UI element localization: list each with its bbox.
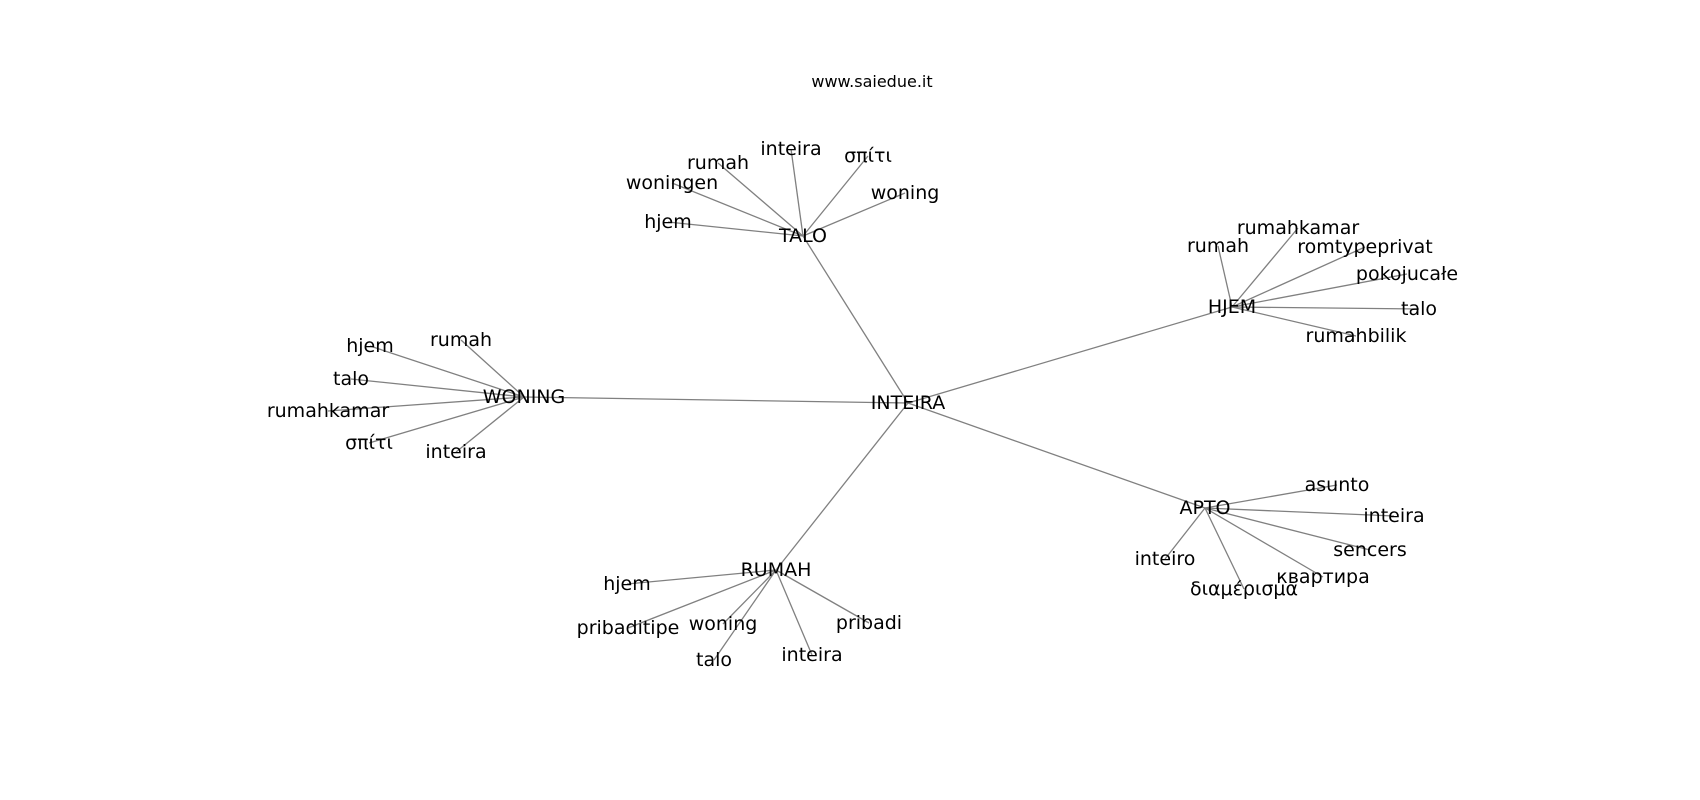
leaf-node-woning-talo: talo	[333, 368, 369, 390]
leaf-node-hjem-pokojuca-e: pokojucałe	[1356, 263, 1458, 285]
edge-woning-hjem	[369, 345, 525, 398]
edge-hjem-rumah	[1217, 245, 1233, 308]
hub-node-rumah: RUMAH	[741, 559, 812, 581]
leaf-node-talo-woning: woning	[871, 182, 940, 204]
leaf-node-apto-sencers: sencers	[1333, 539, 1406, 561]
leaf-node-rumah-talo: talo	[696, 649, 732, 671]
edge-hjem-pokojuca-e	[1231, 273, 1408, 308]
leaf-node-woning-node: σπίτι	[345, 432, 393, 454]
edge-rumah-hjem	[626, 569, 777, 585]
edge-root-woning	[523, 396, 909, 404]
leaf-node-hjem-romtypeprivat: romtypeprivat	[1297, 236, 1432, 258]
leaf-node-woning-hjem: hjem	[346, 335, 394, 357]
edge-hjem-romtypeprivat	[1231, 246, 1366, 308]
edge-talo-rumah	[717, 162, 804, 237]
leaf-node-apto-node: квартира	[1276, 566, 1370, 588]
leaf-node-woning-rumahkamar: rumahkamar	[267, 400, 390, 422]
edge-woning-rumah	[460, 339, 525, 398]
leaf-node-apto-node: διαμέρισμα	[1190, 578, 1298, 600]
watermark: www.saiedue.it	[811, 72, 932, 91]
edge-hjem-rumahkamar	[1231, 227, 1299, 308]
leaf-node-hjem-talo: talo	[1401, 298, 1437, 320]
edge-apto-node	[1204, 507, 1324, 578]
edge-rumah-talo	[713, 569, 777, 661]
leaf-node-talo-rumah: rumah	[687, 152, 749, 174]
edge-woning-talo	[350, 378, 525, 398]
edge-root-talo	[802, 235, 909, 404]
leaf-node-apto-inteiro: inteiro	[1135, 548, 1196, 570]
leaf-node-apto-asunto: asunto	[1305, 474, 1370, 496]
edge-hjem-rumahbilik	[1231, 306, 1357, 337]
graph-labels: INTEIRA TALO rumah inteira σπίτι woningen woni…	[267, 138, 1458, 671]
edge-woning-node	[368, 396, 525, 444]
leaf-node-hjem-rumah: rumah	[1187, 235, 1249, 257]
leaf-node-rumah-inteira: inteira	[781, 644, 842, 666]
edge-rumah-inteira	[775, 569, 813, 656]
hub-node-talo: TALO	[778, 225, 827, 247]
edge-talo-node	[802, 155, 869, 237]
edge-root-apto	[907, 402, 1206, 509]
edge-apto-sencers	[1204, 507, 1371, 551]
edge-apto-node	[1204, 507, 1245, 590]
graph-edges	[327, 148, 1420, 661]
edge-talo-woning	[802, 192, 906, 237]
hub-node-woning: WONING	[483, 386, 566, 408]
leaf-node-woning-inteira: inteira	[425, 441, 486, 463]
leaf-node-rumah-hjem: hjem	[603, 573, 651, 595]
leaf-node-talo-node: σπίτι	[844, 145, 892, 167]
leaf-node-woning-rumah: rumah	[430, 329, 492, 351]
leaf-node-hjem-rumahbilik: rumahbilik	[1306, 325, 1407, 347]
edge-woning-rumahkamar	[327, 396, 525, 412]
edge-talo-hjem	[667, 221, 804, 237]
root-node-label: INTEIRA	[871, 392, 945, 414]
edge-woning-inteira	[455, 396, 525, 453]
edge-talo-inteira	[790, 148, 804, 237]
edge-rumah-pribadi	[775, 569, 870, 624]
edge-rumah-woning	[722, 569, 777, 625]
edge-hjem-talo	[1231, 306, 1420, 310]
edge-root-hjem	[907, 306, 1233, 404]
leaf-node-talo-hjem: hjem	[644, 211, 692, 233]
edge-apto-inteira	[1204, 507, 1395, 517]
edge-root-rumah	[775, 402, 909, 571]
leaf-node-rumah-woning: woning	[689, 613, 758, 635]
edge-apto-asunto	[1204, 484, 1338, 509]
leaf-node-talo-woningen: woningen	[626, 172, 718, 194]
edge-apto-inteiro	[1164, 507, 1206, 560]
hub-node-apto: APTO	[1179, 497, 1230, 519]
leaf-node-talo-inteira: inteira	[760, 138, 821, 160]
leaf-node-rumah-pribadi: pribadi	[836, 612, 902, 634]
leaf-node-rumah-pribaditipe: pribaditipe	[577, 617, 680, 639]
edge-talo-woningen	[671, 182, 804, 237]
leaf-node-apto-inteira: inteira	[1363, 505, 1424, 527]
hub-node-hjem: HJEM	[1208, 296, 1256, 318]
edge-rumah-pribaditipe	[627, 569, 777, 629]
leaf-node-hjem-rumahkamar: rumahkamar	[1237, 217, 1360, 239]
